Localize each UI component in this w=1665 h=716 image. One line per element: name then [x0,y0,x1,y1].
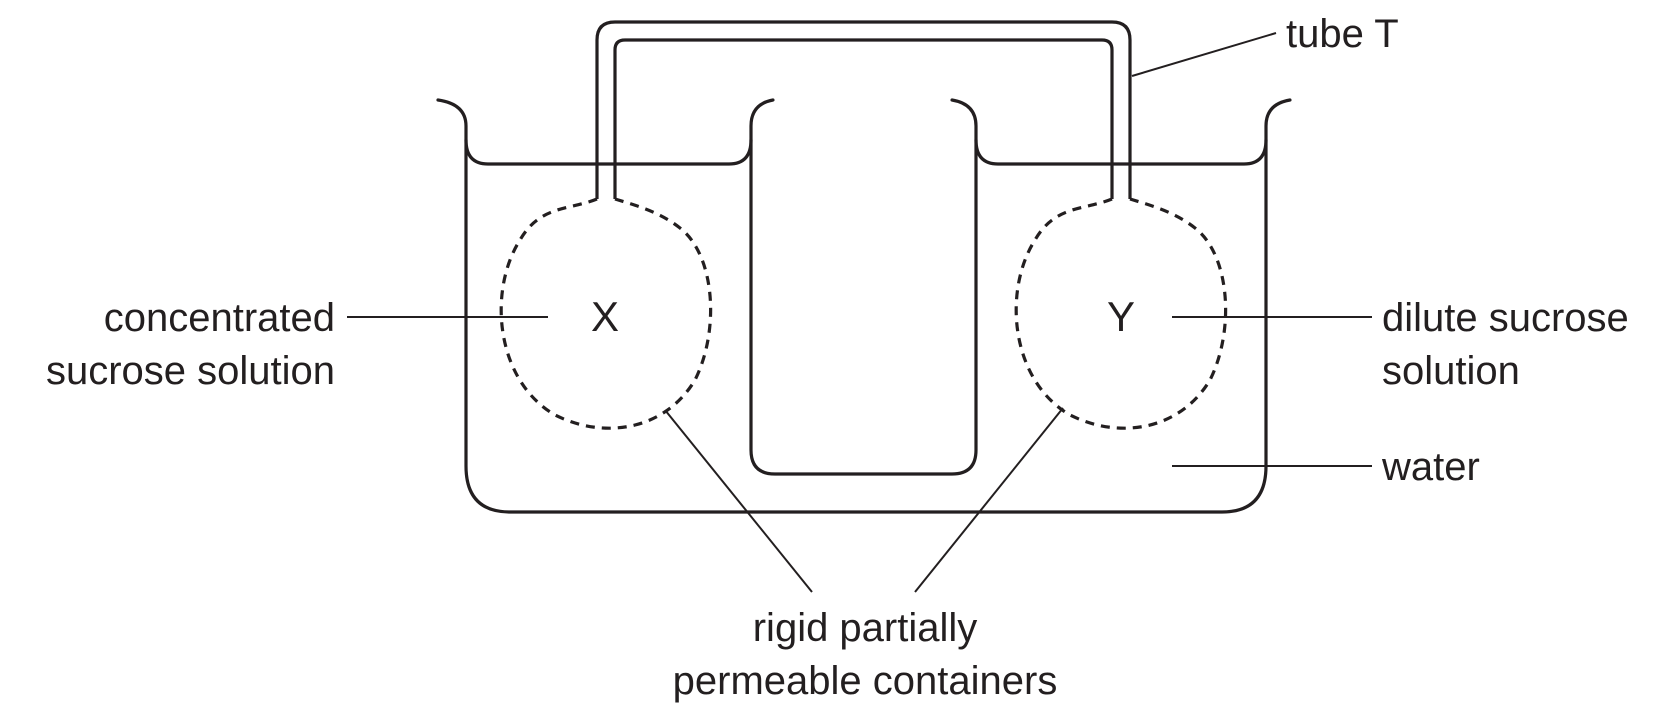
containers-leader-right [914,407,1064,593]
dilute-label-line1: dilute sucrose [1382,296,1629,340]
containers-label-line1: rigid partially [753,606,978,650]
outer-trough [436,98,1292,514]
tube-t-inner-wall [613,38,1114,199]
container-y-letter: Y [1107,293,1135,340]
tube-t-outer-wall [595,20,1132,199]
containers-leader-left [664,409,813,593]
central-container [749,98,978,476]
concentrated-label-line1: concentrated [104,296,335,340]
containers-label-line2: permeable containers [673,659,1058,703]
dilute-label-line2: solution [1382,349,1520,393]
container-y [1014,197,1228,430]
water-label: water [1381,445,1480,489]
tube-t-label: tube T [1286,12,1399,56]
water-surface-left [464,138,753,166]
container-x-letter: X [591,293,619,340]
container-x [499,197,713,430]
tube-t-leader [1131,32,1277,77]
water-surface-right [974,138,1268,166]
concentrated-label-line2: sucrose solution [46,349,335,393]
